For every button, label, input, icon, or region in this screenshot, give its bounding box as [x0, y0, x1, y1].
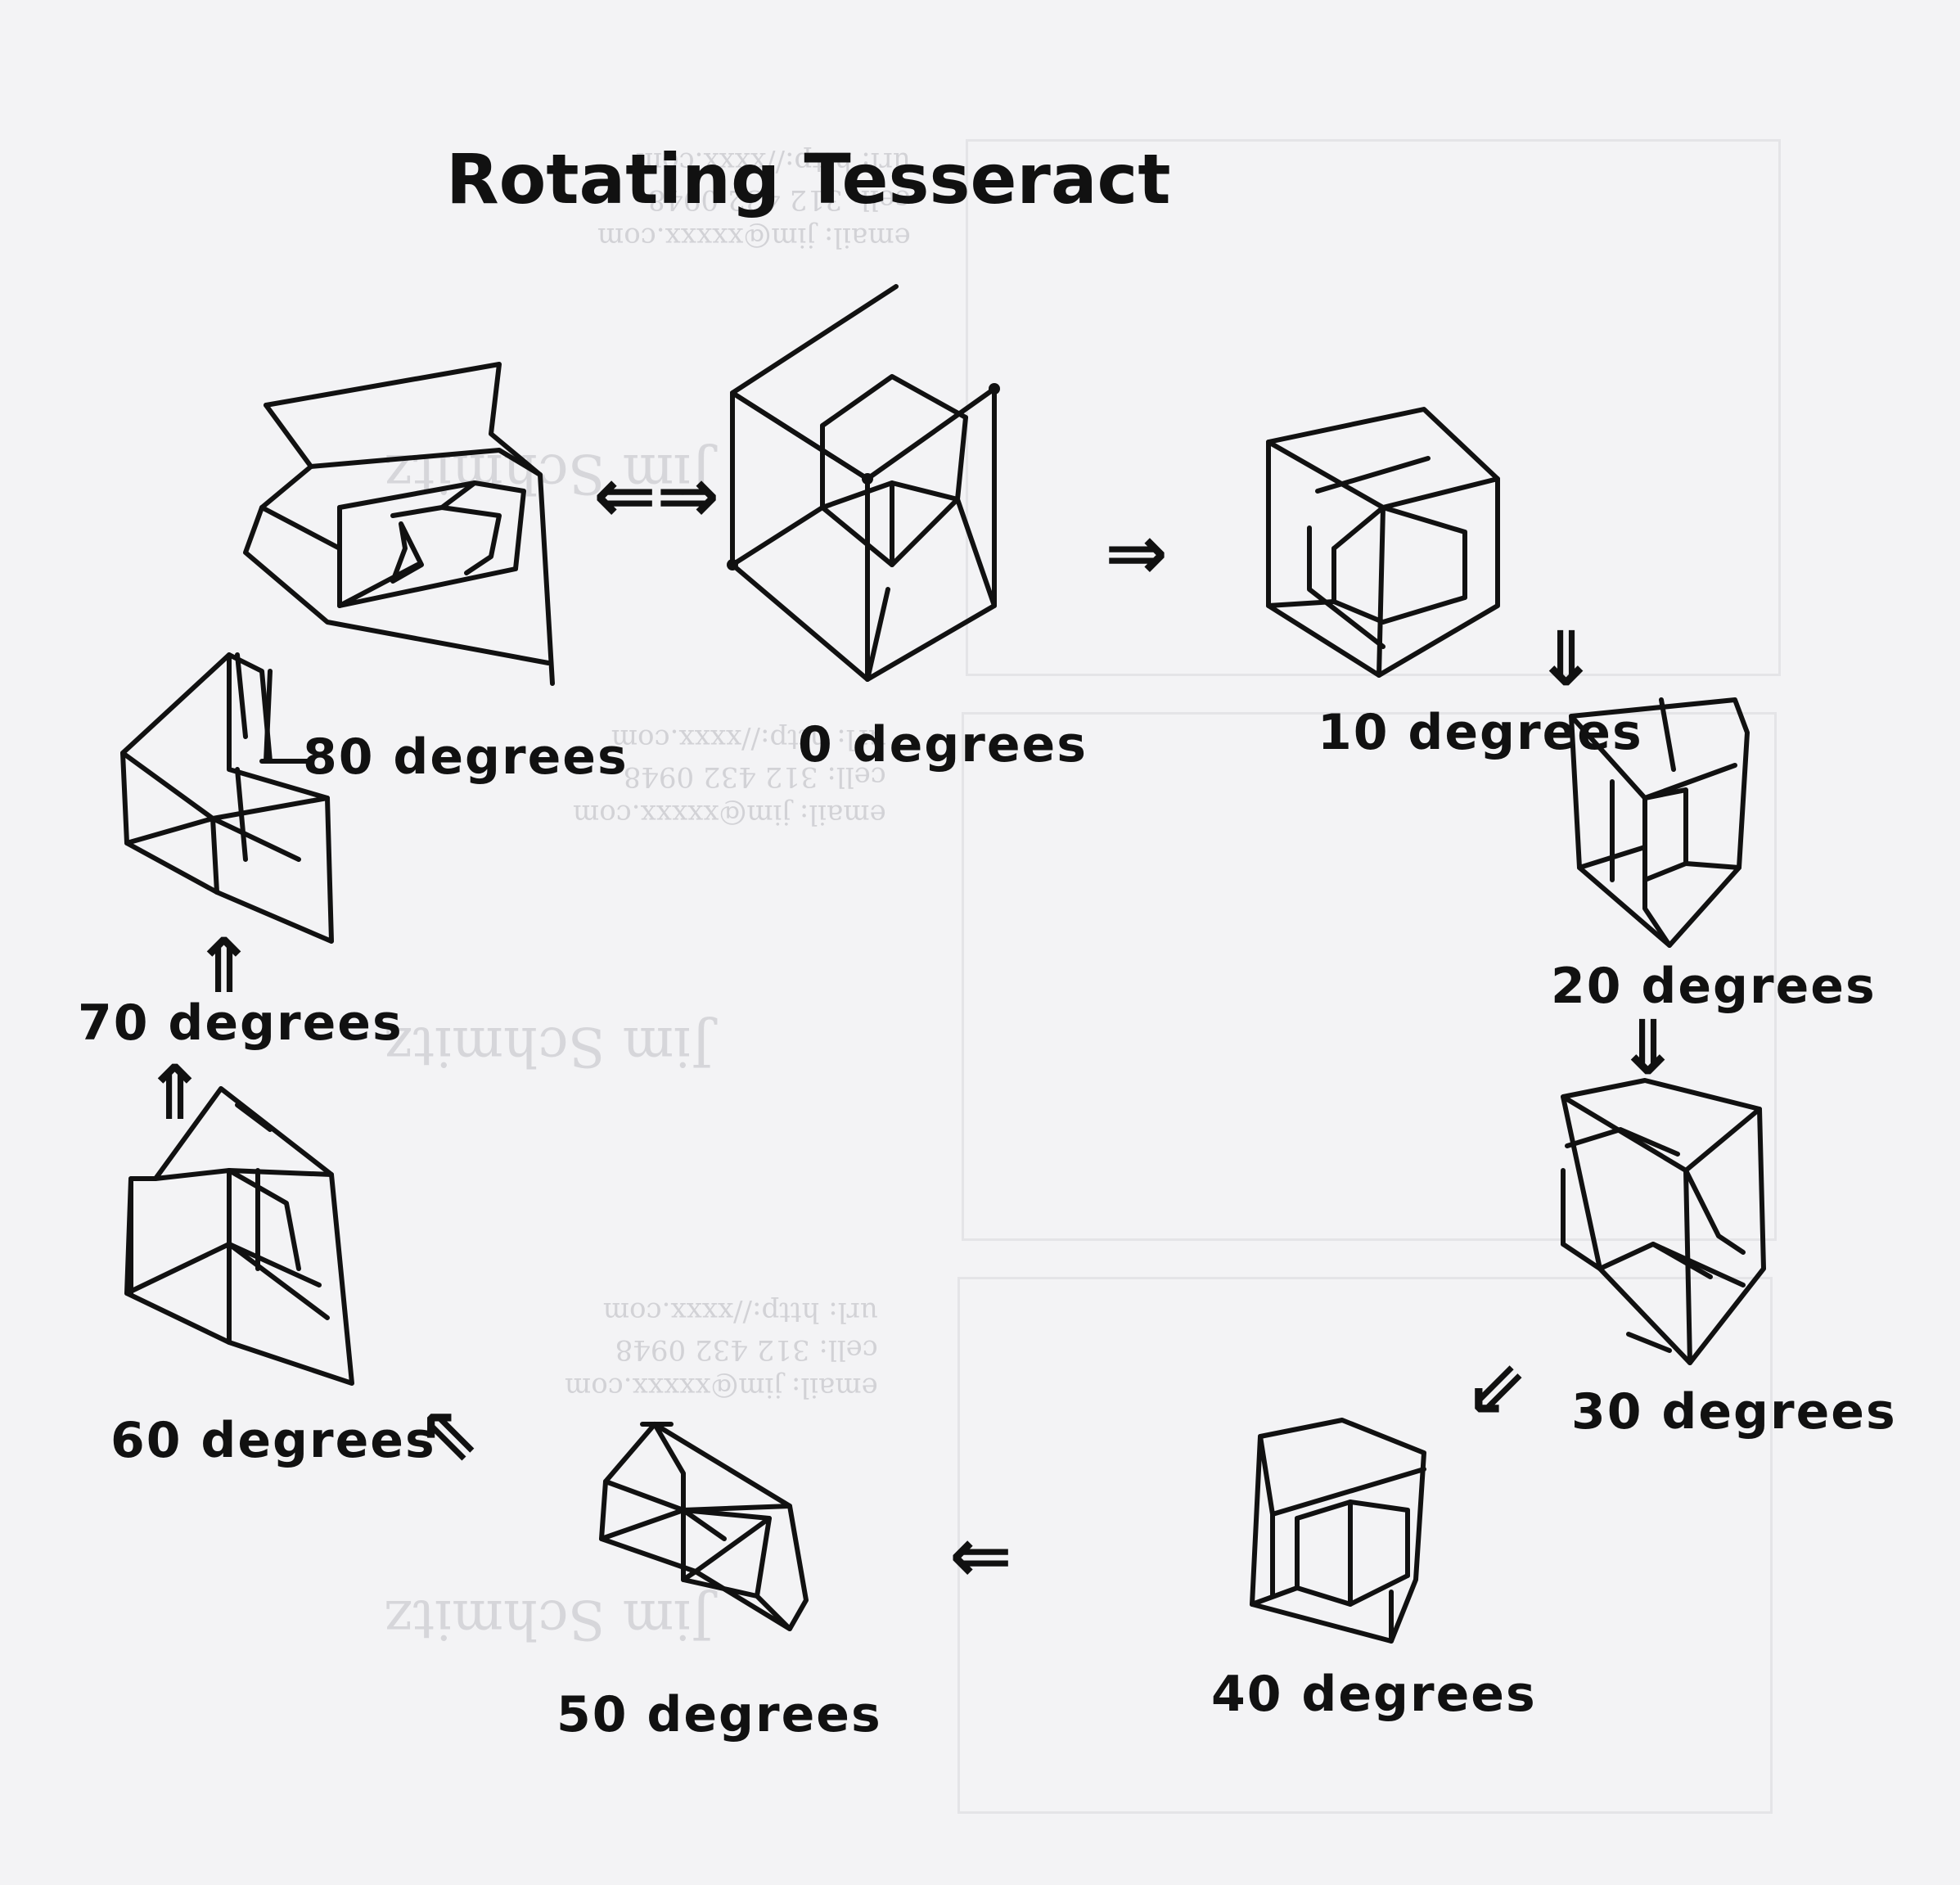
bleed-through-text: email: jim@xxxxx.com cell: 312 432 0948 …	[565, 1293, 878, 1406]
label-10-degrees: 10 degrees	[1318, 704, 1643, 761]
tesseract-sketch-70	[115, 638, 352, 949]
label-30-degrees: 30 degrees	[1571, 1383, 1897, 1441]
tesseract-sketch-40	[1244, 1412, 1440, 1657]
bleed-through-name: Jim Schmitz	[385, 1015, 713, 1078]
label-0-degrees: 0 degrees	[798, 716, 1088, 773]
label-40-degrees: 40 degrees	[1211, 1666, 1537, 1723]
tesseract-sketch-30	[1547, 1072, 1776, 1367]
arrow-70-to-80: ⇑	[192, 929, 255, 1004]
arrow-40-to-50: ⇐	[949, 1518, 1012, 1594]
tesseract-sketch-10	[1260, 401, 1506, 688]
label-60-degrees: 60 degrees	[110, 1412, 436, 1469]
arrow-0-to-10: ⇒	[1105, 516, 1168, 591]
bleed-line: cell: 312 432 0948	[565, 1331, 878, 1369]
label-80-degrees: 80 degrees	[303, 728, 629, 786]
bleed-line: email: jim@xxxxx.com	[573, 796, 886, 833]
bleed-line: email: jim@xxxxx.com	[597, 219, 911, 256]
tesseract-sketch-0	[720, 278, 1015, 688]
arrow-60-to-70: ⇑	[143, 1056, 206, 1131]
arrow-30-to-40: ⇙	[1465, 1351, 1528, 1426]
page-title: Rotating Tesseract	[446, 139, 1171, 219]
label-50-degrees: 50 degrees	[556, 1686, 882, 1743]
label-20-degrees: 20 degrees	[1551, 958, 1877, 1015]
arrow-80-to-0: ⇐⇒	[593, 458, 719, 534]
tesseract-sketch-50	[593, 1416, 822, 1662]
arrow-20-to-30: ⇓	[1616, 1011, 1679, 1086]
arrow-10-to-20: ⇓	[1534, 622, 1597, 697]
arrow-50-to-60: ⇖	[417, 1396, 480, 1471]
bleed-line: email: jim@xxxxx.com	[565, 1369, 878, 1406]
bleed-line: url: http://xxxx.com	[565, 1293, 878, 1331]
